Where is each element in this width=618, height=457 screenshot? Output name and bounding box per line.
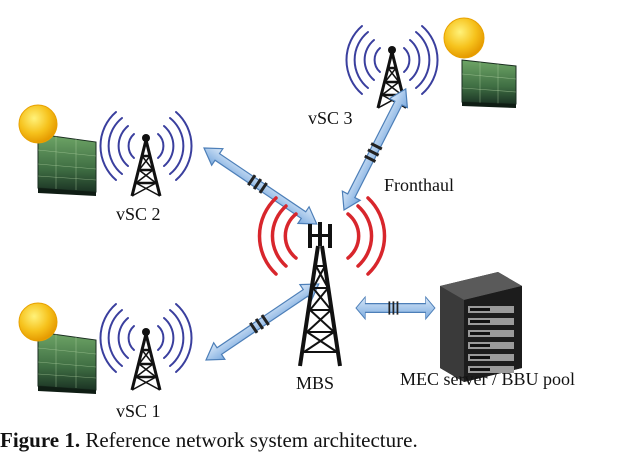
vsc2-solar-group [18,104,97,197]
link-arrow-icon [334,83,416,216]
mbs-label: MBS [296,373,335,393]
solar-panel-icon [18,302,97,395]
macro-tower-icon [257,196,387,367]
antenna-tower-icon [130,326,162,392]
fronthaul-label: Fronthaul [384,175,454,195]
vsc3-label: vSC 3 [308,108,353,128]
link-arrow-icon [355,296,436,320]
vsc3-waves [345,25,439,95]
vsc1-solar-group [18,302,97,395]
link-arrow-icon [197,139,323,233]
mec-server-label: MEC server / BBU pool [400,369,575,389]
solar-panel-icon [18,104,97,197]
antenna-tower-icon [130,132,162,198]
figure-caption: Figure 1. Reference network system archi… [0,428,618,452]
vsc1-label: vSC 1 [116,401,161,421]
vsc2-label: vSC 2 [116,204,161,224]
caption-text: Reference network system architecture. [85,428,418,452]
server-rack-icon [440,272,522,382]
sun-icon [443,17,485,59]
caption-prefix: Figure 1. [0,428,81,452]
vsc3-solar-group [443,17,517,108]
